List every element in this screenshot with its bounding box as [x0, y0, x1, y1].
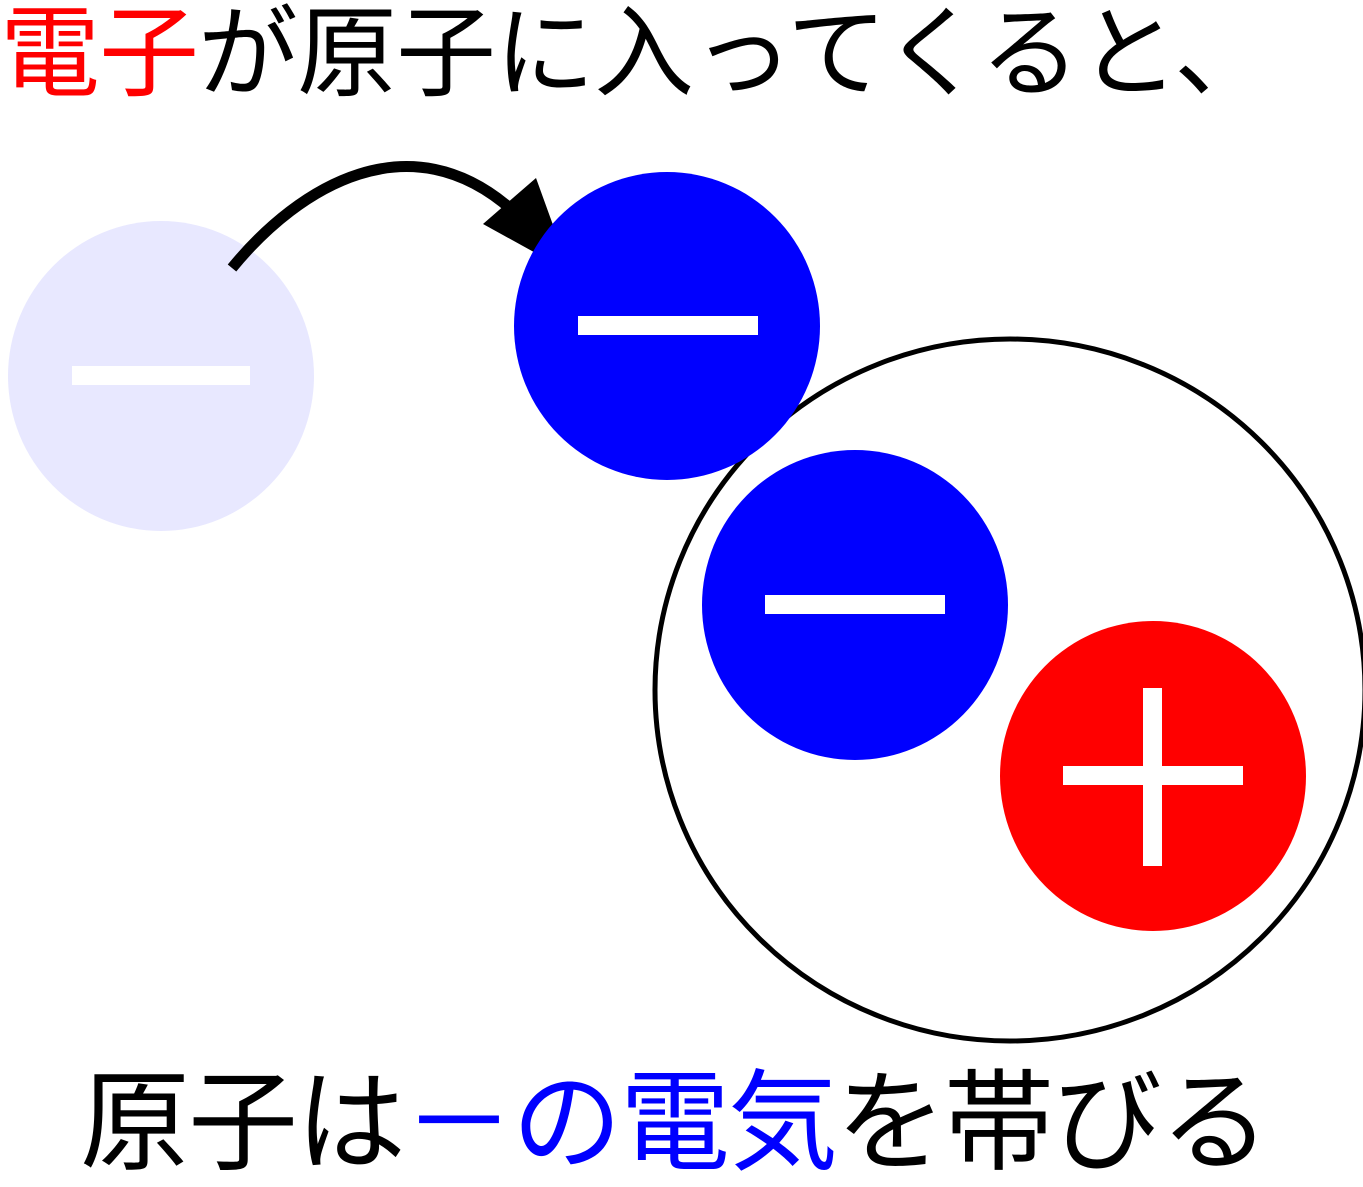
bottom-caption-highlight: －の電気	[404, 1059, 838, 1187]
minus-icon	[72, 366, 250, 385]
plus-icon-vertical	[1143, 688, 1162, 866]
top-caption-highlight: 電子	[0, 0, 199, 112]
top-caption: 電子が原子に入ってくると、	[0, 4, 1274, 104]
top-caption-rest: が原子に入ってくると、	[198, 0, 1274, 112]
incoming-electron	[514, 172, 820, 480]
minus-icon	[765, 595, 945, 614]
atom-proton	[1000, 621, 1306, 931]
atom-boundary	[652, 336, 1363, 1044]
atom-electron	[702, 450, 1008, 760]
bottom-caption-lead: 原子は	[80, 1059, 406, 1187]
curved-arrow-icon	[227, 161, 570, 272]
bottom-caption: 原子は－の電気を帯びる	[80, 1068, 1270, 1178]
minus-icon	[578, 316, 758, 335]
faded-electron	[8, 221, 314, 531]
bottom-caption-trail: を帯びる	[836, 1059, 1270, 1187]
